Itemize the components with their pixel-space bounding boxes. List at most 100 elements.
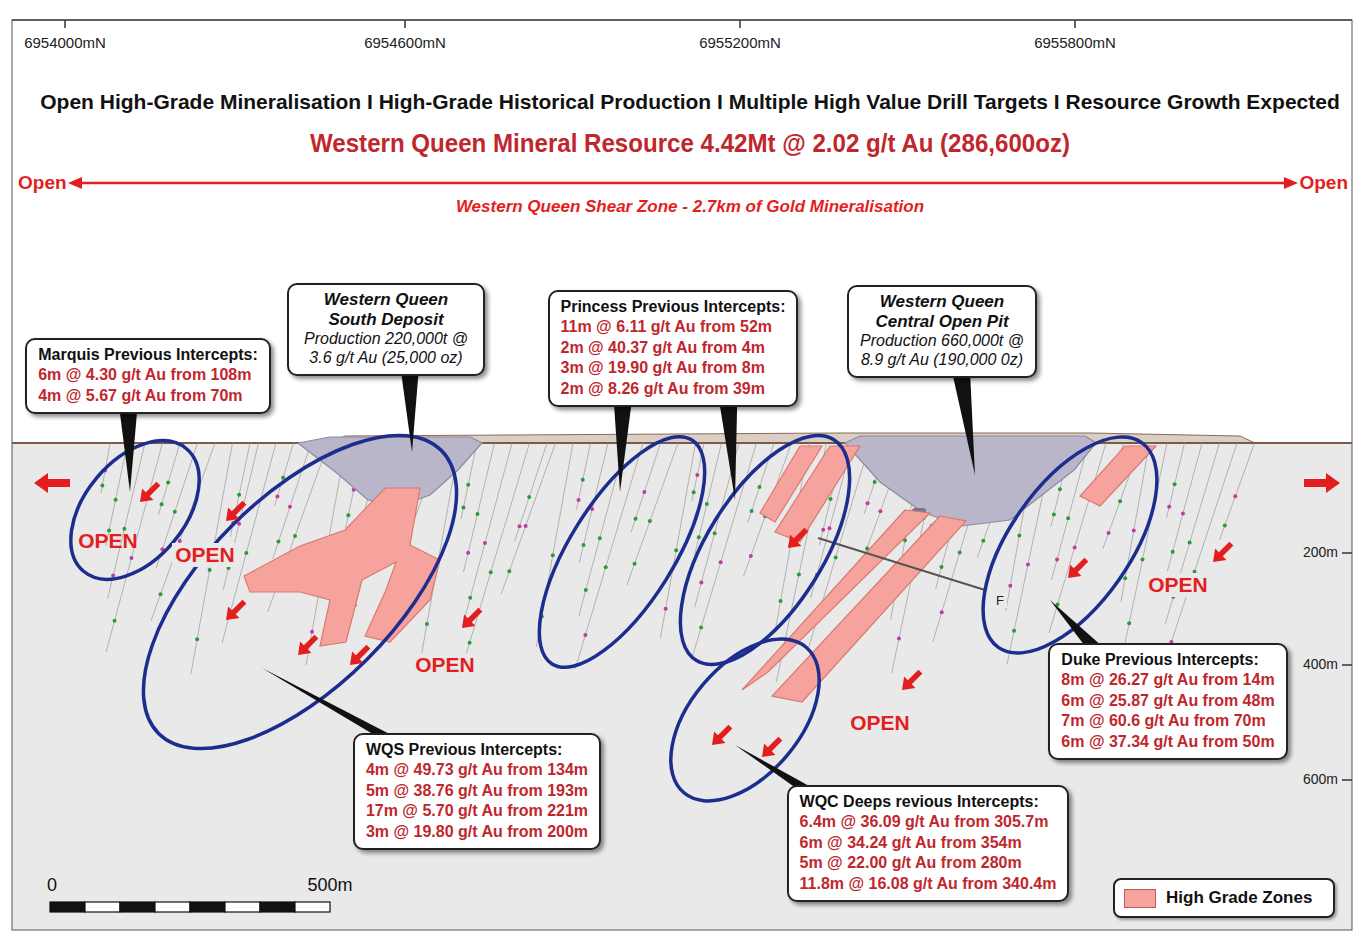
assay-dot [834, 555, 838, 559]
callout-line: 4m @ 5.67 g/t Au from 70m [38, 386, 258, 406]
legend-text: High Grade Zones [1166, 888, 1312, 908]
assay-dot [821, 528, 825, 532]
scale-segment [50, 902, 85, 912]
callout-line: 7m @ 60.6 g/t Au from 70m [1061, 711, 1274, 731]
production-callout: Western Queen Central Open PitProduction… [847, 285, 1037, 378]
axis-ticks [65, 20, 1075, 28]
open-arrow [462, 608, 482, 628]
open-label: OPEN [1145, 573, 1211, 596]
callout-heading: Western Queen Central Open Pit [860, 292, 1024, 332]
fault-label: F [993, 594, 1007, 608]
assay-dot [1026, 563, 1030, 567]
header-title: Open High-Grade Mineralisation I High-Gr… [40, 90, 1340, 113]
assay-dot [208, 568, 212, 572]
scale-segment [225, 902, 260, 912]
assay-dot [1052, 512, 1056, 516]
assay-dot [598, 536, 602, 540]
callout-line: 8m @ 26.27 g/t Au from 14m [1061, 670, 1274, 690]
drill-hole [575, 443, 643, 669]
production-callout: Western Queen South DepositProduction 22… [287, 283, 485, 376]
callout-line: 5m @ 22.00 g/t Au from 280m [800, 853, 1057, 873]
callout-line: Production 660,000t @ 8.9 g/t Au (190,00… [860, 332, 1024, 370]
depth-label: 400m [1303, 657, 1338, 672]
scale-segment [155, 902, 190, 912]
assay-dot [674, 548, 678, 552]
assay-dot [713, 531, 717, 535]
assay-dot [582, 543, 586, 547]
assay-dot [648, 519, 652, 523]
callout-heading: WQS Previous Intercepts: [366, 740, 588, 760]
callout-heading: Marquis Previous Intercepts: [38, 345, 258, 365]
assay-dot [878, 509, 882, 513]
section-shape [68, 177, 82, 189]
drill-hole [1167, 443, 1185, 518]
assay-dot [1107, 531, 1111, 535]
legend-box: High Grade Zones [1113, 878, 1335, 918]
assay-dot [461, 506, 465, 510]
open-arrow [712, 725, 732, 745]
open-arrows [34, 473, 1340, 757]
callout-line: 2m @ 40.37 g/t Au from 4m [561, 338, 786, 358]
assay-dot [244, 551, 248, 555]
open-arrow [762, 737, 782, 757]
scale-label: 500m [307, 876, 352, 896]
assay-dot [100, 484, 104, 488]
assay-dot [466, 551, 470, 555]
assay-dot [939, 565, 943, 569]
assay-dot [237, 493, 241, 497]
assay-dot [873, 480, 877, 484]
scale-segment [120, 902, 155, 912]
intercept-callout: WQS Previous Intercepts:4m @ 49.73 g/t A… [353, 733, 601, 850]
depth-label: 600m [1303, 772, 1338, 787]
assay-dot [276, 540, 280, 544]
open-arrow [140, 482, 160, 502]
callout-heading: Princess Previous Intercepts: [561, 297, 786, 317]
assay-dot [293, 534, 297, 538]
assay-dot [692, 490, 696, 494]
scale-label: 0 [47, 876, 57, 896]
assay-dot [475, 512, 479, 516]
callout-line: 6m @ 4.30 g/t Au from 108m [38, 365, 258, 385]
open-label: OPEN [78, 529, 138, 552]
drill-hole [1167, 443, 1202, 571]
callout-line: 17m @ 5.70 g/t Au from 221m [366, 801, 588, 821]
drill-hole [627, 443, 678, 585]
depth-tick [1342, 664, 1352, 666]
northing-label: 6955800mN [1034, 35, 1116, 52]
drill-hole [158, 443, 180, 515]
ground-surface [12, 442, 1352, 444]
assay-dot [633, 562, 637, 566]
callout-line: 3m @ 19.80 g/t Au from 200m [366, 822, 588, 842]
section-shape [1074, 20, 1076, 28]
assay-dot [699, 625, 703, 629]
assay-dot [749, 554, 753, 558]
assay-dot [1058, 487, 1062, 491]
depth-tick [1342, 779, 1352, 781]
scale-segment [260, 902, 295, 912]
callout-line: 11.8m @ 16.08 g/t Au from 340.4m [800, 874, 1057, 894]
assay-dot [750, 509, 754, 513]
assay-dot [697, 535, 701, 539]
open-arrow [226, 600, 246, 620]
open-arrow [298, 635, 318, 655]
assay-dot [634, 517, 638, 521]
assay-dot [551, 553, 555, 557]
section-shape [949, 408, 1191, 682]
assay-dot [160, 502, 164, 506]
open-label: OPEN [847, 711, 913, 734]
assay-dot [288, 505, 292, 509]
legend-item: High Grade Zones [1124, 888, 1312, 908]
callout-line: 4m @ 49.73 g/t Au from 134m [366, 760, 588, 780]
section-shape [647, 409, 883, 691]
assay-dot [1132, 528, 1136, 532]
drill-hole [660, 443, 695, 638]
assay-dot [507, 569, 511, 573]
assay-dot [1171, 550, 1175, 554]
assay-dot [1223, 523, 1227, 527]
callout-leader [262, 668, 399, 739]
assay-dot [227, 566, 231, 570]
frame [12, 20, 1352, 930]
drill-hole [463, 443, 512, 625]
assay-dot [178, 539, 182, 543]
assay-dot [695, 473, 699, 477]
